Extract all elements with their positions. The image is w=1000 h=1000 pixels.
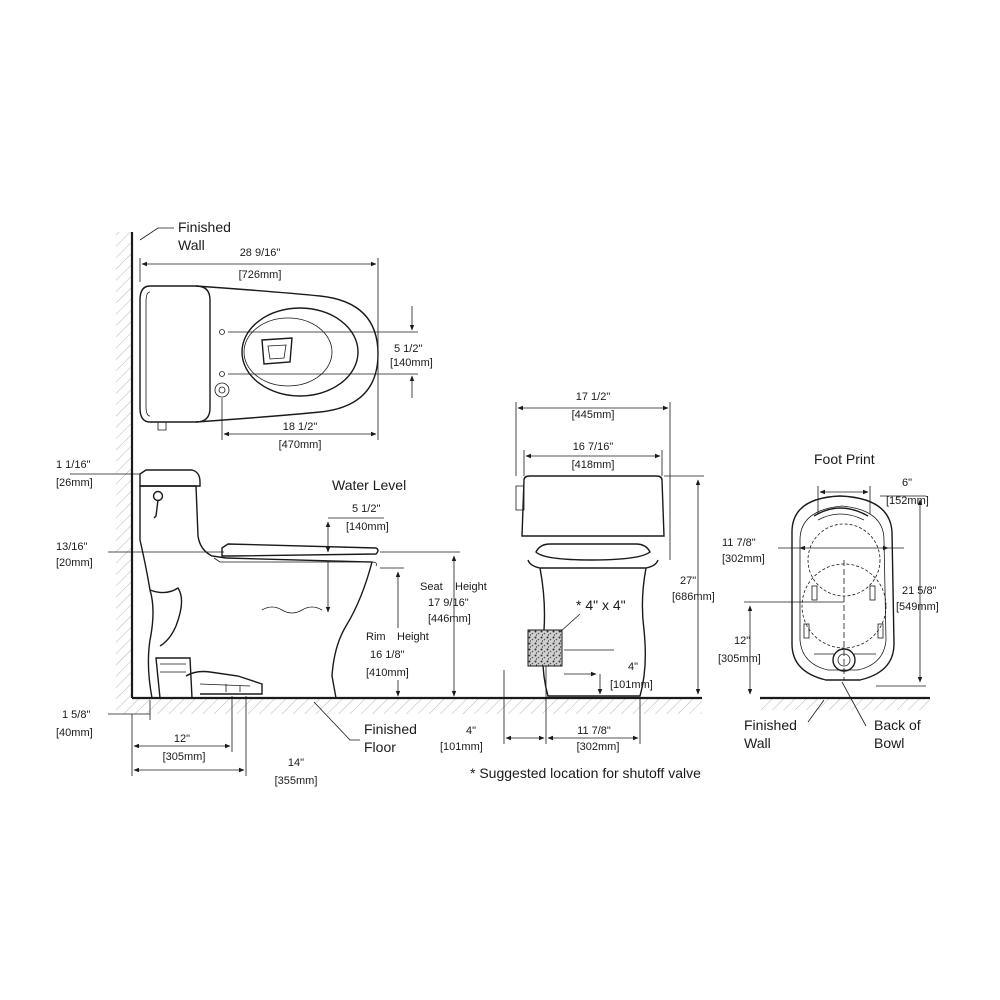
dim-top-rim-in: 18 1/2" [283,421,318,433]
dim-base-height-mm: [40mm] [56,727,93,739]
dim-top-bowl-offset: 5 1/2" [140mm] [228,306,433,398]
dim-rim-height: Rim Height 16 1/8" [410mm] [366,567,429,697]
dim-overall-height-mm: [686mm] [672,591,715,603]
dim-lever-drop-mm: [20mm] [56,557,93,569]
dim-valve-offset-in: 4" [466,725,476,737]
dim-base-depth: 14" [355mm] [133,696,318,787]
dim-rough-in: 12" [305mm] [131,696,233,776]
back-of-bowl-label: Back of Bowl [841,681,921,751]
finished-wall-footprint [760,696,930,710]
dim-rim-height-in: 16 1/8" [370,649,405,661]
dim-fp-mount: 11 7/8" [302mm] [722,537,904,565]
finished-wall-fp-line2: Wall [744,735,771,751]
dim-tank-width: 16 7/16" [418mm] [523,441,663,476]
finished-floor-side [116,696,702,714]
foot-print-view [791,495,895,681]
finished-wall-side [116,232,134,698]
dim-seat-height-in: 17 9/16" [428,597,469,609]
dim-overall-height-in: 27" [680,575,696,587]
dim-lever-drop-in: 13/16" [56,541,88,553]
shutoff-valve-box: * 4" x 4" [527,597,626,667]
dim-supply-offset: 11 7/8" [302mm] [547,698,641,753]
dim-lid-height-mm: [26mm] [56,477,93,489]
dim-valve-offset: 4" [101mm] [440,666,547,753]
dim-fp-rough-in: 12" [305mm] [718,601,844,695]
dim-valve-offset-mm: [101mm] [440,741,483,753]
dim-front-width-mm: [445mm] [572,409,615,421]
front-view [515,475,665,697]
back-of-bowl-line2: Bowl [874,735,904,751]
dim-valve-height-in: 4" [628,661,638,673]
dim-fp-length-mm: [549mm] [896,601,939,613]
dim-rim-height-label2: Height [397,631,429,643]
shutoff-note: * Suggested location for shutoff valve [470,765,701,781]
dim-seat-height-label2: Height [455,581,487,593]
dim-rim-height-mm: [410mm] [366,667,409,679]
dim-rim-height-label1: Rim [366,631,386,643]
dim-top-bowl-offset-in: 5 1/2" [394,343,422,355]
dim-fp-rough-in-mm: [305mm] [718,653,761,665]
shutoff-box-label: * 4" x 4" [576,597,626,613]
dim-base-height: 1 5/8" [40mm] [56,700,151,739]
finished-wall-fp-label: Finished Wall [744,699,825,751]
dim-fp-length-in: 21 5/8" [902,585,937,597]
finished-floor-line1: Finished [364,721,417,737]
dim-seat-height-mm: [446mm] [428,613,471,625]
dim-top-rim-length: 18 1/2" [470mm] [221,398,377,451]
top-view [139,285,379,431]
dim-fp-width-in: 6" [902,477,912,489]
dim-fp-width-mm: [152mm] [886,495,929,507]
finished-wall-line1: Finished [178,219,231,235]
dim-supply-offset-in: 11 7/8" [577,725,611,737]
dim-base-depth-mm: [355mm] [275,775,318,787]
finished-floor-line2: Floor [364,739,396,755]
dim-fp-length: 21 5/8" [549mm] [876,495,939,687]
dim-fp-mount-mm: [302mm] [722,553,765,565]
finished-wall-fp-line1: Finished [744,717,797,733]
finished-floor-label: Finished Floor [313,701,417,755]
dim-tank-width-mm: [418mm] [572,459,615,471]
finished-wall-line2: Wall [178,237,205,253]
side-view [139,469,379,699]
water-level-label: Water Level [332,477,406,493]
dim-fp-mount-in: 11 7/8" [722,537,756,549]
dim-lid-height-in: 1 1/16" [56,459,91,471]
dim-base-depth-in: 14" [288,757,304,769]
dim-top-overall-mm: [726mm] [239,269,282,281]
dim-lid-height: 1 1/16" [26mm] [56,459,140,489]
dim-front-width-in: 17 1/2" [576,391,611,403]
dim-rough-in-in: 12" [174,733,190,745]
foot-print-title: Foot Print [814,451,875,467]
dim-top-overall: 28 9/16" [726mm] [139,247,379,440]
dim-fp-rough-in-in: 12" [734,635,750,647]
dim-top-overall-in: 28 9/16" [240,247,281,259]
dim-front-width: 17 1/2" [445mm] [515,391,671,560]
dim-seat-height-label1: Seat [420,581,443,593]
dim-lever-drop: 13/16" [20mm] [56,541,224,569]
dim-top-bowl-offset-mm: [140mm] [390,357,433,369]
dim-supply-offset-mm: [302mm] [577,741,620,753]
water-level-text: Water Level [332,477,406,493]
dim-valve-height: 4" [101mm] [564,649,653,695]
dim-tank-width-in: 16 7/16" [573,441,614,453]
dim-water-level-in: 5 1/2" [352,503,380,515]
dim-water-level-mm: [140mm] [346,521,389,533]
dim-top-rim-mm: [470mm] [279,439,322,451]
dim-overall-height: 27" [686mm] [664,475,715,695]
dim-base-height-in: 1 5/8" [62,709,90,721]
dim-water-level: 5 1/2" [140mm] [325,503,389,613]
finished-wall-label: Finished Wall [139,219,231,253]
dim-valve-height-mm: [101mm] [610,679,653,691]
dim-seat-height: Seat Height 17 9/16" [446mm] [380,551,487,697]
back-of-bowl-line1: Back of [874,717,921,733]
dim-rough-in-mm: [305mm] [163,751,206,763]
